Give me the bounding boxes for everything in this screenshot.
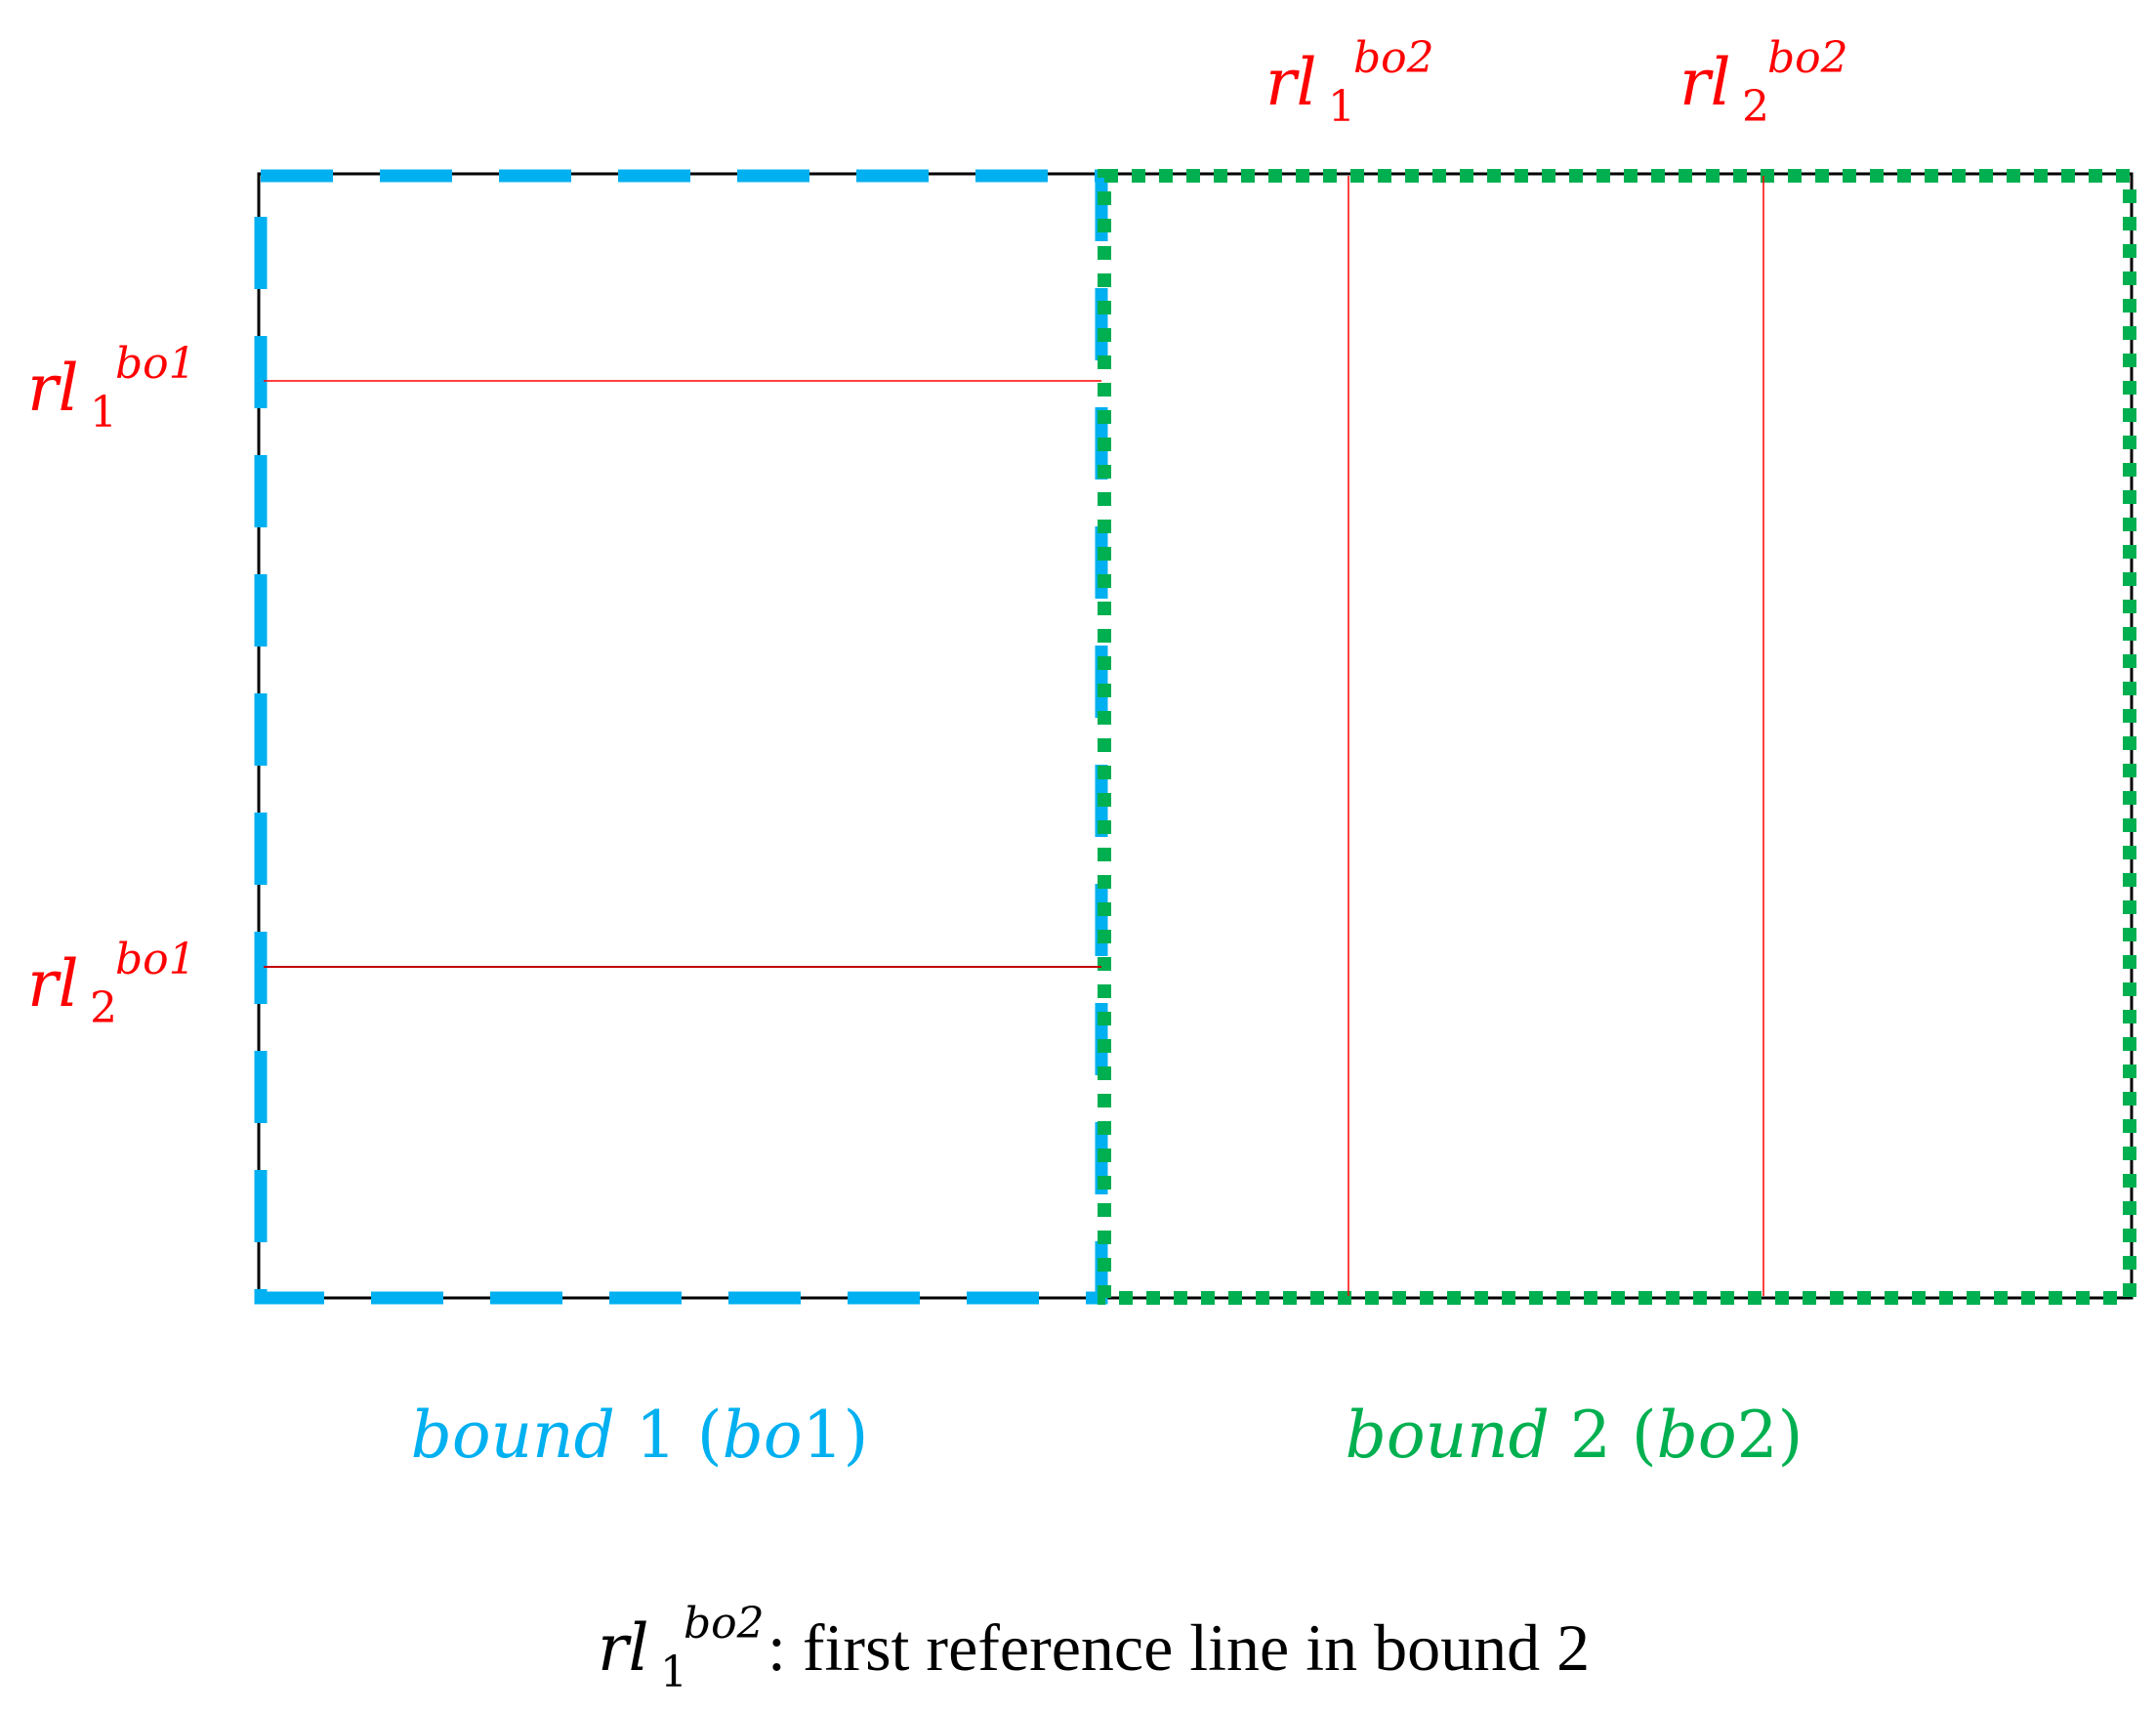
bound1-word: bound <box>411 1398 615 1473</box>
label-subscript: 2 <box>1742 82 1769 132</box>
label-subscript: 1 <box>90 388 117 438</box>
label-superscript: bo2 <box>1353 33 1434 83</box>
bound2-abbr-number: 2) <box>1737 1398 1804 1473</box>
label-superscript: bo1 <box>115 339 196 389</box>
label-rl-2-bo2: rl 2 bo2 <box>1679 33 1848 132</box>
caption-base: rl <box>598 1610 649 1686</box>
bound2-word: bound <box>1346 1398 1550 1473</box>
bound2-label: bound 2 (bo2) <box>1346 1398 1804 1473</box>
label-superscript: bo2 <box>1767 33 1848 83</box>
bound2-number: 2 ( <box>1550 1398 1657 1473</box>
caption-subscript: 1 <box>660 1648 687 1697</box>
bound1-box <box>254 169 1108 1305</box>
bound1-abbr-number: 1) <box>803 1398 869 1473</box>
label-subscript: 1 <box>1328 82 1355 132</box>
bound2-abbr: bo <box>1657 1398 1737 1473</box>
label-base: rl <box>27 946 79 1022</box>
bound1-label: bound 1 (bo1) <box>411 1398 869 1473</box>
label-base: rl <box>1679 45 1731 120</box>
label-base: rl <box>27 351 79 426</box>
caption: rl 1 bo2 : first reference line in bound… <box>598 1599 1590 1697</box>
caption-text: : first reference line in bound 2 <box>767 1610 1590 1685</box>
label-rl-1-bo2: rl 1 bo2 <box>1265 33 1434 132</box>
label-superscript: bo1 <box>115 935 196 984</box>
label-rl-1-bo1: rl 1 bo1 <box>27 339 196 438</box>
bound1-abbr: bo <box>723 1398 803 1473</box>
bound2-box <box>1098 169 2136 1305</box>
label-rl-2-bo1: rl 2 bo1 <box>27 935 196 1033</box>
caption-superscript: bo2 <box>684 1599 765 1649</box>
bound1-number: 1 ( <box>615 1398 723 1473</box>
label-subscript: 2 <box>90 983 117 1033</box>
outer-outline <box>257 172 2134 1300</box>
label-base: rl <box>1265 45 1317 120</box>
